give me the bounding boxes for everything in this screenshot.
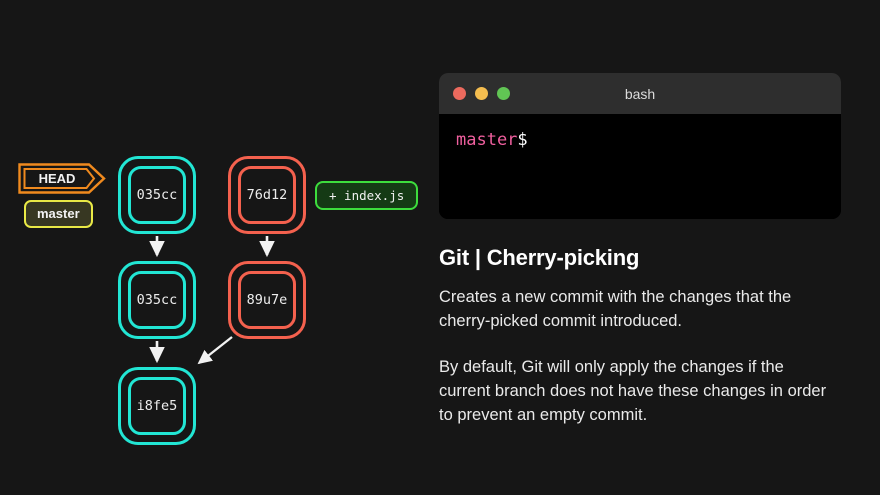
terminal-window[interactable]: bash master$	[439, 73, 841, 219]
page-title: Git | Cherry-picking	[439, 245, 640, 270]
arrow-89u7e-to-i8fe5-cherry-pick	[197, 336, 233, 365]
git-graph-panel: HEAD master 035cc 035cc i8fe5 76d12 89u7…	[0, 0, 430, 495]
info-paragraph-1: Creates a new commit with the changes th…	[439, 288, 792, 330]
commit-node-035cc-mid: 035cc	[118, 261, 196, 339]
commit-hash-label: 76d12	[246, 187, 288, 203]
info-panel: Git | Cherry-picking Creates a new commi…	[439, 245, 839, 427]
commit-hash-label: 89u7e	[246, 292, 288, 308]
commit-node-035cc-top: 035cc	[118, 156, 196, 234]
traffic-lights	[453, 87, 510, 100]
commit-node-inner-ring: i8fe5	[128, 377, 186, 435]
commit-node-76d12: 76d12	[228, 156, 306, 234]
terminal-prompt-line: master$	[456, 130, 841, 150]
commit-node-inner-ring: 035cc	[128, 166, 186, 224]
changed-file-badge: + index.js	[315, 181, 419, 210]
head-badge: HEAD	[18, 163, 106, 194]
graph-arrows	[149, 236, 275, 365]
commit-node-inner-ring: 035cc	[128, 271, 186, 329]
commit-hash-label: 035cc	[136, 292, 178, 308]
commit-hash-label: i8fe5	[136, 398, 178, 414]
head-badge-label: HEAD	[38, 171, 76, 186]
info-paragraph-2: By default, Git will only apply the chan…	[439, 358, 827, 424]
commit-node-89u7e: 89u7e	[228, 261, 306, 339]
master-branch-badge: master	[24, 200, 93, 228]
commit-hash-label: 035cc	[136, 187, 178, 203]
terminal-body[interactable]: master$	[439, 114, 841, 219]
commit-node-i8fe5: i8fe5	[118, 367, 196, 445]
commit-node-inner-ring: 89u7e	[238, 271, 296, 329]
terminal-titlebar: bash	[439, 73, 841, 114]
head-badge-arrow-icon	[18, 163, 106, 194]
close-button-icon[interactable]	[453, 87, 466, 100]
minimize-button-icon[interactable]	[475, 87, 488, 100]
prompt-branch-label: master	[456, 130, 518, 150]
prompt-sigil: $	[517, 130, 528, 150]
maximize-button-icon[interactable]	[497, 87, 510, 100]
commit-node-inner-ring: 76d12	[238, 166, 296, 224]
